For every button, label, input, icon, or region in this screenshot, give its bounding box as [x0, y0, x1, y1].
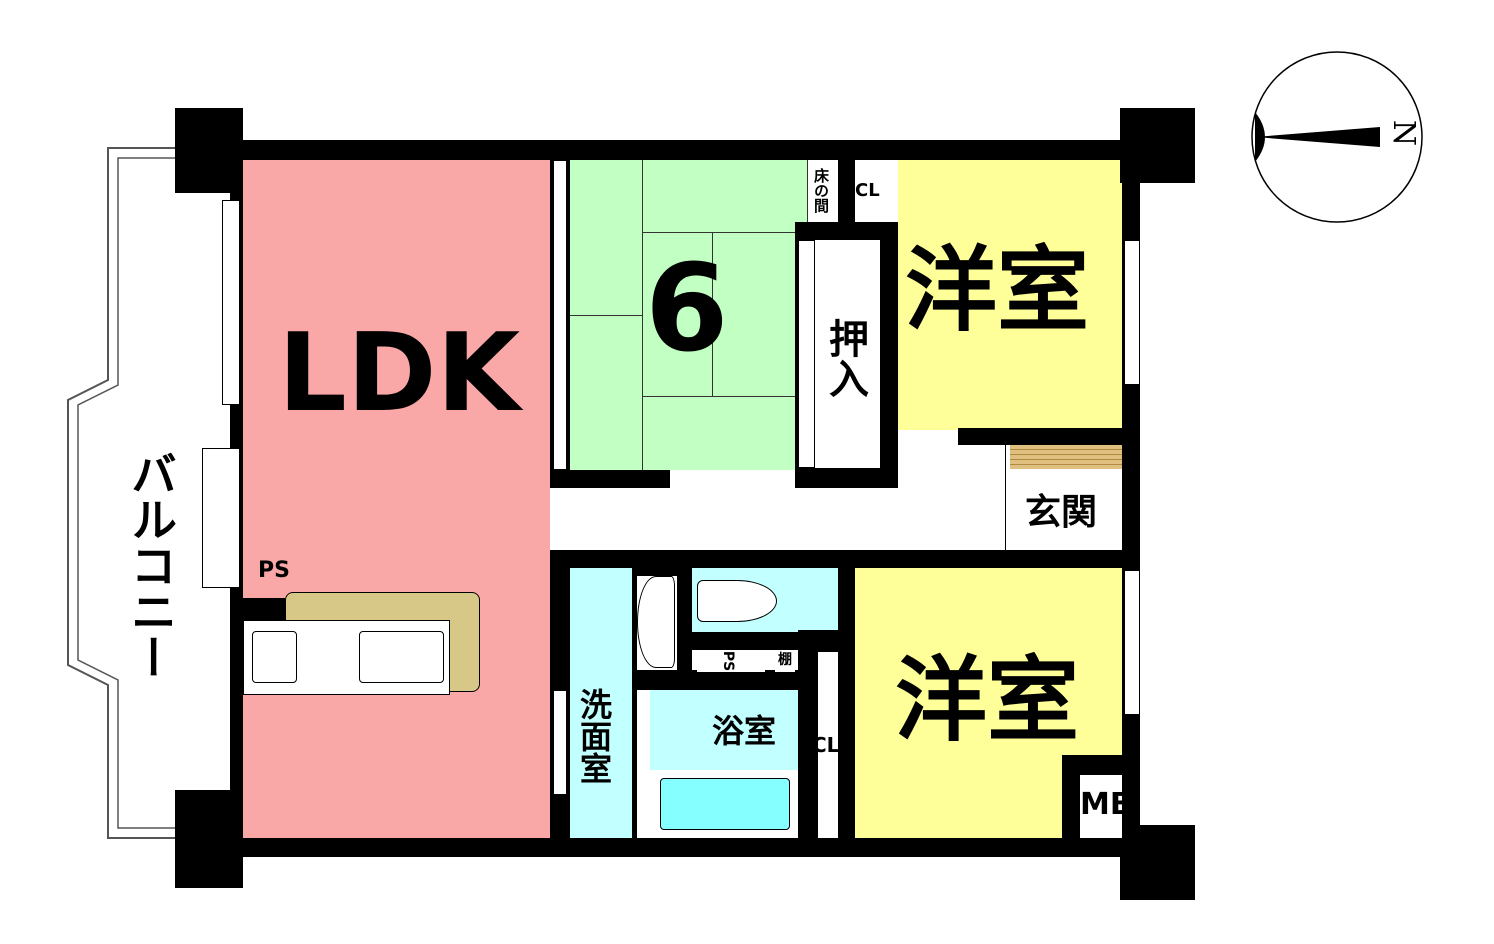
wall: [632, 670, 798, 690]
wall: [632, 568, 637, 838]
window: [553, 690, 567, 795]
wall: [632, 568, 692, 576]
pillar: [175, 108, 243, 193]
sink-icon: [359, 631, 444, 683]
mb-box: [1080, 775, 1122, 838]
label-tokonoma: 床の間: [812, 168, 830, 213]
wall: [838, 160, 855, 225]
label-yoshitsu-south: 洋室: [895, 647, 1080, 754]
wall: [175, 838, 1140, 857]
label-mb: MB: [1080, 787, 1133, 822]
label-closet-north: CL: [855, 180, 880, 201]
label-yoshitsu-north: 洋室: [905, 237, 1090, 344]
room-bath: [650, 690, 798, 770]
closet-south: [818, 652, 838, 838]
wall: [550, 470, 670, 488]
label-closet-south: CL: [812, 733, 840, 757]
toilet-fixture: [697, 580, 777, 622]
room-tatami: [570, 160, 808, 470]
label-tatami-size: 6: [645, 240, 729, 379]
stove-icon: [252, 631, 297, 683]
label-balcony: バルコニー: [124, 450, 178, 680]
oshiire-inner: [815, 240, 880, 468]
wash-basin: [637, 576, 675, 668]
label-ps-kitchen: PS: [258, 558, 290, 583]
compass-n-label: N: [1386, 119, 1422, 147]
tana-box: [775, 650, 795, 672]
bathtub: [660, 778, 790, 830]
window: [202, 448, 240, 588]
kitchen-counter: [243, 620, 450, 695]
ps-toilet-box: [697, 650, 765, 672]
compass: [1251, 51, 1423, 223]
wall: [838, 550, 855, 840]
genkan-line: [1005, 445, 1006, 550]
label-ldk: LDK: [278, 311, 521, 436]
label-tana: 棚: [778, 652, 792, 668]
label-yokushitsu: 浴室: [712, 712, 777, 750]
window: [1124, 240, 1140, 385]
window: [1124, 570, 1140, 715]
wall: [677, 568, 692, 678]
wall: [175, 140, 1140, 160]
label-senmenshitsu: 洗面室: [575, 688, 613, 784]
wall: [243, 598, 285, 620]
room-ldk: [243, 160, 550, 838]
genkan-step: [1010, 445, 1122, 469]
label-ps-toilet: PS: [720, 650, 737, 672]
pillar: [175, 790, 243, 888]
window: [553, 160, 567, 470]
window: [222, 200, 240, 405]
room-senmenshitsu: [570, 568, 632, 838]
label-oshiire: 押入: [822, 318, 868, 398]
oshiire-door: [798, 240, 815, 468]
label-genkan: 玄関: [1025, 492, 1098, 533]
room-yoshitsu-north: [898, 160, 1122, 430]
wall: [958, 428, 1128, 445]
